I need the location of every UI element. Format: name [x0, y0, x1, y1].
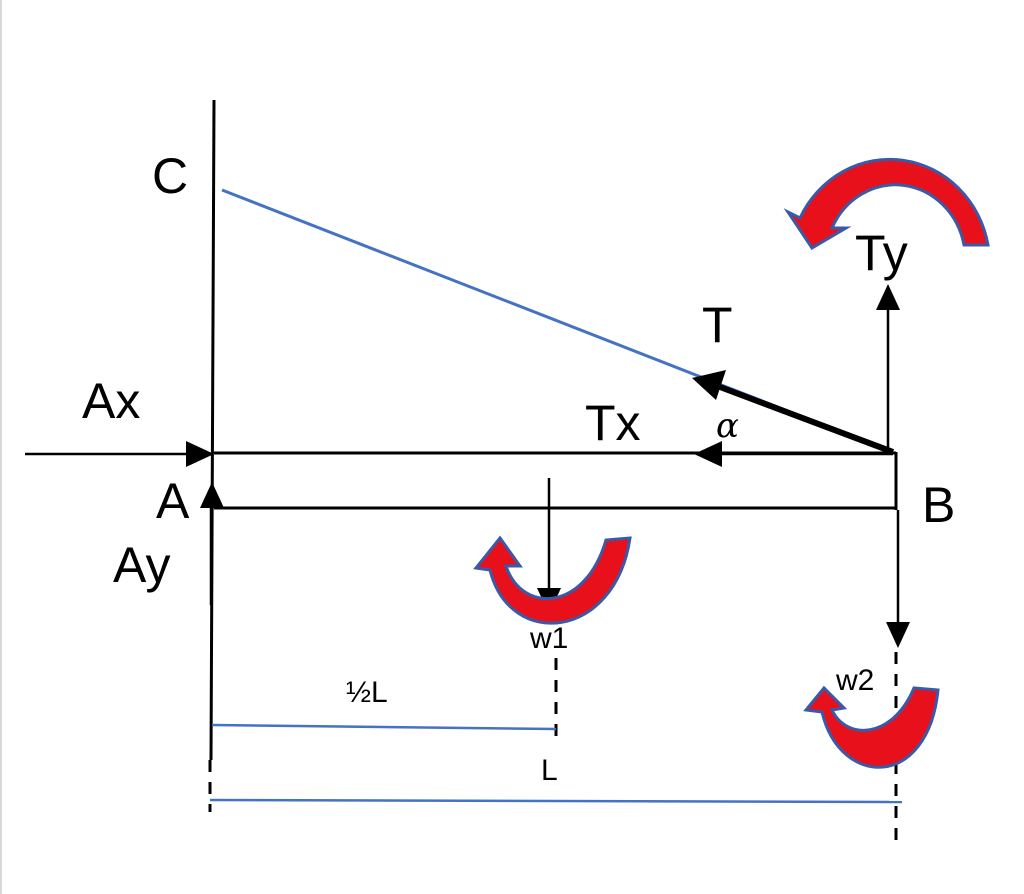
moment-arrow-w1: [473, 535, 632, 625]
ax-arrowhead: [186, 441, 214, 467]
tx-arrowhead: [694, 441, 722, 467]
label-ay: Ay: [113, 537, 170, 593]
label-c: C: [152, 148, 188, 204]
label-alpha: α: [716, 406, 739, 446]
label-b: B: [922, 477, 955, 533]
dimension-l: [209, 798, 903, 804]
dimension-half-l: [211, 723, 557, 731]
label-half-l: ½L: [346, 676, 388, 709]
wall-line: [209, 99, 216, 761]
w2-arrowhead: [886, 622, 910, 648]
moment-arrow-top-right: [783, 157, 990, 251]
label-a: A: [156, 473, 190, 529]
label-tx: Tx: [585, 395, 641, 451]
t-tension-arrow: [710, 381, 895, 455]
label-w1: w1: [529, 622, 568, 655]
label-w2: w2: [835, 664, 874, 697]
ay-arrowhead: [200, 482, 224, 508]
moment-arrow-w2: [803, 685, 940, 769]
t-arrowhead: [692, 370, 726, 400]
label-t: T: [702, 297, 733, 353]
label-ty: Ty: [855, 225, 908, 281]
label-l: L: [541, 754, 558, 787]
ty-arrowhead: [876, 284, 900, 310]
label-ax: Ax: [82, 373, 140, 429]
